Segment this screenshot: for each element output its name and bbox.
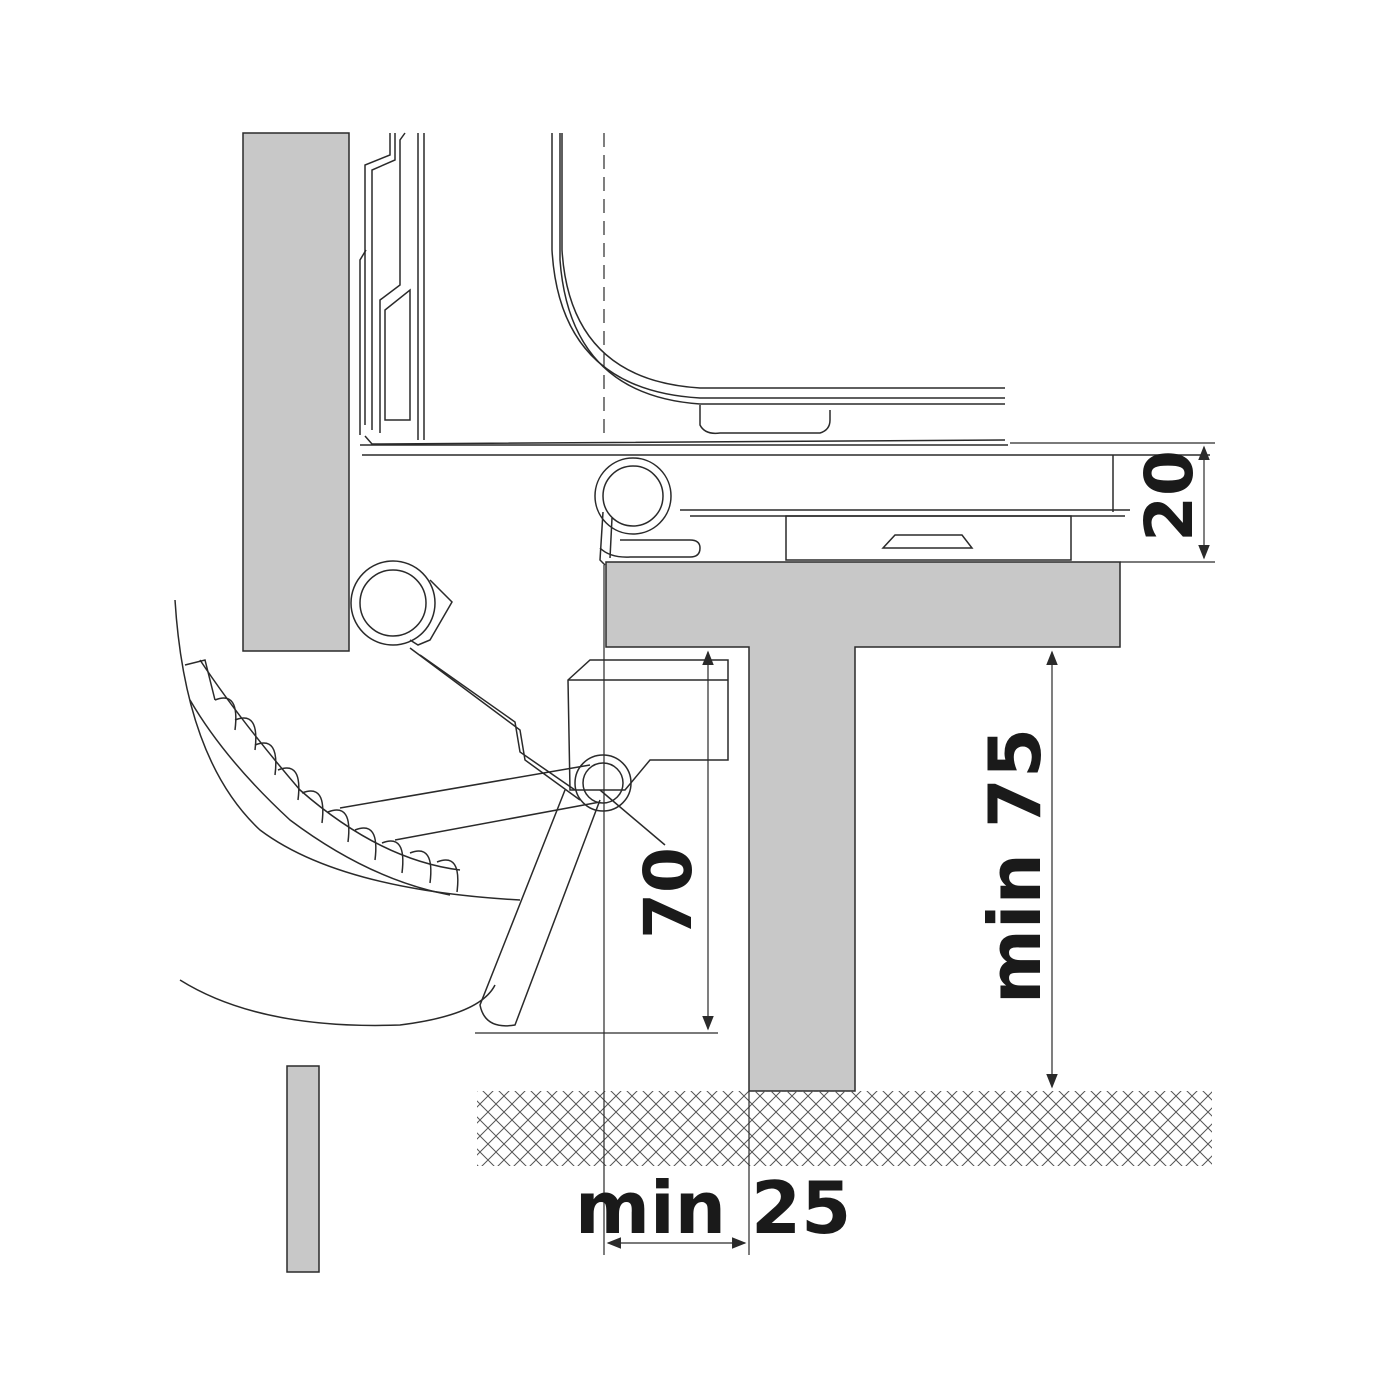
- left-roller: [350, 560, 581, 801]
- lever-mechanism: [339, 659, 729, 1027]
- dimension-70: [475, 650, 718, 1034]
- dimension-label-20: 20: [1131, 450, 1208, 542]
- dimension-min-25: [603, 565, 750, 1255]
- spring-coil: [174, 599, 521, 1027]
- dimension-label-70: 70: [630, 847, 707, 939]
- floor-hatch: [477, 1091, 1212, 1166]
- dimension-20: [1010, 442, 1215, 563]
- dimension-label-min-75: min 75: [973, 727, 1057, 1005]
- cabinet-side-wall: [242, 132, 350, 652]
- lower-side-panel: [286, 1065, 320, 1273]
- top-roller: [594, 457, 701, 566]
- drawer-side-profile: [359, 132, 425, 440]
- cabinet-bottom: [360, 435, 1210, 561]
- dimension-label-min-25: min 25: [575, 1166, 852, 1250]
- drawer-curve: [551, 133, 1005, 435]
